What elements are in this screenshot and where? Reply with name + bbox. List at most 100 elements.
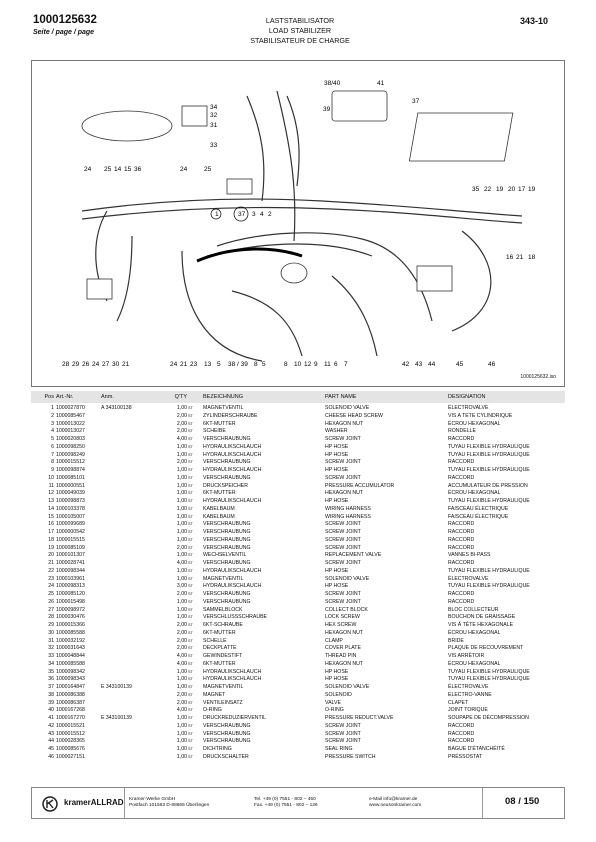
row-quantity: 1,00 bbox=[176, 467, 187, 473]
row-quantity: 4,00 bbox=[176, 653, 187, 659]
row-article-number: 1000013027 bbox=[56, 428, 85, 435]
row-pos: 28 bbox=[48, 614, 54, 621]
row-part-name: HP HOSE bbox=[325, 567, 349, 574]
row-bezeichnung: VERSCHRAUBUNG bbox=[203, 544, 251, 551]
row-designation: VIS À TÊTE HEXAGONALE bbox=[448, 622, 514, 628]
row-pos: 30 bbox=[48, 629, 54, 636]
row-bezeichnung: VERSCHRAUBUNG bbox=[203, 521, 251, 528]
row-article-number: 1000085109 bbox=[56, 544, 85, 551]
row-unit: ST bbox=[188, 599, 193, 604]
svg-text:5: 5 bbox=[262, 361, 266, 368]
col-anm: Anm. bbox=[101, 394, 114, 400]
row-quantity: 1,00 bbox=[176, 606, 187, 613]
row-bezeichnung: DICHTRING bbox=[203, 746, 232, 752]
row-quantity: 1,00 bbox=[176, 598, 187, 605]
row-unit: ST bbox=[188, 692, 193, 697]
row-quantity: 4,00 bbox=[176, 660, 187, 667]
svg-text:25: 25 bbox=[204, 166, 212, 173]
row-article-number: 1000085676 bbox=[56, 746, 85, 752]
row-pos: 22 bbox=[48, 567, 54, 574]
row-unit: ST bbox=[188, 584, 193, 589]
row-designation: RACCORD bbox=[448, 730, 475, 737]
hose-line bbox=[231, 290, 303, 357]
row-designation: FAISCEAU ÉLECTRIQUE bbox=[448, 505, 509, 512]
row-unit: ST bbox=[188, 576, 193, 581]
svg-text:24: 24 bbox=[170, 361, 178, 368]
row-bezeichnung: MAGNETVENTIL bbox=[203, 575, 244, 582]
row-article-number: 1000098313 bbox=[56, 583, 85, 590]
row-pos: 1 bbox=[51, 405, 54, 411]
row-unit: ST bbox=[188, 545, 193, 550]
row-designation: TUYAU FLEXIBLE HYDRAULIQUE bbox=[448, 583, 530, 590]
svg-text:3: 3 bbox=[252, 211, 256, 218]
pressure-accumulator bbox=[280, 262, 308, 284]
row-designation: VIS A TETE CYLINDRIQUE bbox=[448, 412, 513, 419]
row-unit: ST bbox=[188, 530, 193, 534]
row-designation: TUYAU FLEXIBLE HYDRAULIQUE bbox=[448, 467, 530, 473]
row-pos: 14 bbox=[48, 505, 54, 512]
svg-text:33: 33 bbox=[210, 142, 218, 149]
row-unit: ST bbox=[188, 739, 193, 744]
row-designation: PRÉSSOSTAT bbox=[448, 753, 483, 760]
row-pos: 3 bbox=[51, 420, 54, 427]
row-quantity: 1,00 bbox=[176, 722, 187, 729]
svg-text:1: 1 bbox=[215, 211, 219, 218]
row-article-number: 1000086387 bbox=[56, 699, 85, 706]
row-quantity: 1,00 bbox=[176, 482, 187, 489]
row-pos: 27 bbox=[48, 606, 54, 613]
row-bezeichnung: HYDRAULIKSCHLAUCH bbox=[203, 567, 262, 574]
row-designation: TUYAU FLEXIBLE HYDRAULIQUE bbox=[448, 567, 530, 574]
row-pos: 8 bbox=[51, 459, 54, 466]
row-pos: 36 bbox=[48, 676, 54, 683]
svg-text:32: 32 bbox=[210, 112, 218, 119]
harness-connector bbox=[81, 110, 173, 142]
row-unit: ST bbox=[188, 677, 193, 682]
row-unit: ST bbox=[188, 731, 193, 736]
row-unit: ST bbox=[188, 685, 193, 689]
phone: Tel. +49 (0) 7551 - 802 – 450 bbox=[254, 797, 316, 802]
row-part-name: SCREW JOINT bbox=[325, 474, 361, 481]
row-designation: RACCORD bbox=[448, 560, 475, 566]
svg-text:11: 11 bbox=[324, 361, 331, 368]
svg-text:13: 13 bbox=[204, 361, 212, 368]
row-designation: CLAPET bbox=[448, 699, 469, 706]
row-unit: ST bbox=[188, 483, 193, 488]
row-unit: ST bbox=[188, 491, 193, 496]
hose-line bbox=[331, 275, 378, 357]
row-part-name: PRESSURE SWITCH bbox=[325, 753, 376, 760]
row-part-name: SCREW JOINT bbox=[325, 459, 361, 466]
row-part-name: LOCK SCREW bbox=[325, 614, 360, 621]
row-quantity: 1,00 bbox=[176, 676, 187, 683]
row-unit: ST bbox=[188, 646, 193, 651]
col-art: Art.-Nr. bbox=[56, 394, 74, 400]
row-unit: ST bbox=[188, 537, 193, 542]
row-bezeichnung: MAGNET bbox=[203, 691, 226, 698]
row-part-name: WIRING HARNESS bbox=[325, 513, 371, 520]
row-bezeichnung: KABELBAUM bbox=[203, 505, 235, 512]
hose-line bbox=[181, 250, 263, 362]
row-bezeichnung: VERSCHRAUBUNG bbox=[203, 436, 251, 442]
row-part-name: CHEESE HEAD SCREW bbox=[325, 412, 383, 419]
row-quantity: 1,00 bbox=[176, 536, 187, 543]
row-article-number: 1000015515 bbox=[56, 536, 85, 543]
svg-text:21: 21 bbox=[180, 361, 188, 368]
row-unit: ST bbox=[188, 630, 193, 635]
row-designation: RACCORD bbox=[448, 544, 475, 551]
row-pos: 24 bbox=[48, 583, 54, 590]
row-designation: PLAQUE DE RECOUVREMENT bbox=[448, 645, 524, 652]
row-article-number: 1000049039 bbox=[56, 490, 85, 497]
row-quantity: 1,00 bbox=[176, 753, 187, 760]
row-article-number: 1000015366 bbox=[56, 622, 85, 628]
hose-line bbox=[451, 230, 492, 332]
row-article-number: 1000103961 bbox=[56, 575, 85, 582]
row-article-number: 1000000542 bbox=[56, 529, 85, 535]
row-pos: 4 bbox=[51, 428, 54, 435]
row-designation: RACCORD bbox=[448, 436, 475, 442]
